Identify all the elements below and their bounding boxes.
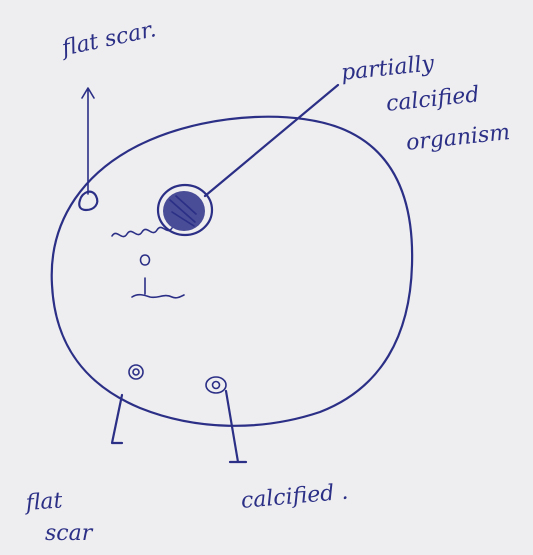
specimen-outline [52,117,412,426]
label-flat: flat [25,489,63,515]
flat-scar-bottom [129,365,143,379]
calcified-spot [206,377,226,393]
squiggle-structure [112,227,184,297]
leader-line-partially-calcified [205,85,338,196]
leader-line-flat-scar-bottom [112,395,122,443]
label-scar: scar [45,522,92,546]
partially-calcified-blob [158,185,212,235]
